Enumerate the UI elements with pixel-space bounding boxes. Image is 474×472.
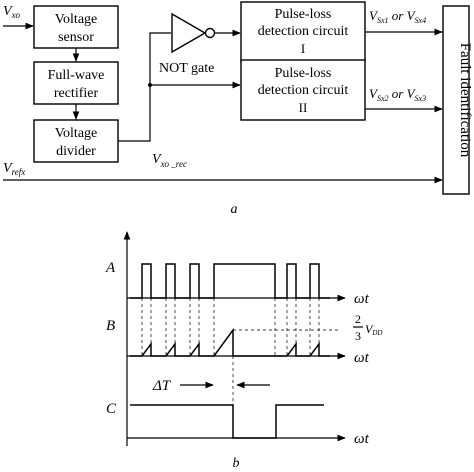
not-gate-triangle bbox=[171, 12, 207, 54]
divider-line2: divider bbox=[56, 144, 96, 159]
circuit2-line2: detection circuit bbox=[258, 83, 349, 98]
circuit1-line1: Pulse-loss bbox=[275, 7, 332, 22]
junction-dot bbox=[148, 83, 152, 87]
circuit1-line3: I bbox=[301, 41, 305, 56]
voltage-sensor-line2: sensor bbox=[58, 30, 94, 45]
signal-b-label: B bbox=[106, 318, 115, 334]
voltage-sensor-line1: Voltage bbox=[55, 12, 98, 27]
omega-t-label-a: ωt bbox=[354, 291, 370, 307]
not-gate-label: NOT gate bbox=[159, 61, 214, 76]
rectifier-line2: rectifier bbox=[54, 86, 99, 101]
alignment-dash-lines bbox=[141, 298, 320, 438]
vxo-rec-label: Vxo _rec bbox=[152, 152, 187, 169]
voltage-divider-block bbox=[33, 119, 119, 163]
diagram-b: A B C ωt ωt ωt 2 3 VDD bbox=[105, 231, 382, 471]
threshold-vdd-label: VDD bbox=[365, 322, 382, 337]
signal-b-waveform bbox=[130, 327, 330, 357]
signal-c-waveform bbox=[130, 404, 324, 439]
caption-b: b bbox=[233, 456, 240, 471]
threshold-numerator: 2 bbox=[355, 312, 361, 326]
output1-label: VSx1 or VSx4 bbox=[369, 8, 426, 25]
delta-t-label: ΔT bbox=[152, 378, 172, 394]
diagram-a: Vxo Voltage sensor Full-wave rectifier V… bbox=[3, 1, 473, 217]
omega-t-label-c: ωt bbox=[354, 431, 370, 447]
circuit1-line2: detection circuit bbox=[258, 24, 349, 39]
omega-t-label-b: ωt bbox=[354, 350, 370, 366]
signal-c-label: C bbox=[106, 401, 117, 417]
circuit2-line1: Pulse-loss bbox=[275, 66, 332, 81]
circuit2-line3: II bbox=[299, 100, 308, 115]
threshold-denominator: 3 bbox=[355, 329, 361, 343]
pulse-loss-circuit-2-block bbox=[240, 59, 366, 121]
output2-label: VSx2 or VSx3 bbox=[369, 86, 426, 103]
divider-to-not-gate-wire bbox=[118, 32, 171, 142]
divider-line1: Voltage bbox=[55, 126, 98, 141]
fault-identification-label: Fault identification bbox=[457, 43, 473, 158]
input-vrefx-label: Vrefx bbox=[3, 161, 25, 177]
caption-a: a bbox=[231, 202, 238, 217]
signal-a-waveform bbox=[130, 263, 330, 299]
signal-a-label: A bbox=[105, 260, 116, 276]
full-wave-rectifier-block bbox=[33, 61, 119, 105]
fault-identification-block bbox=[442, 5, 470, 195]
not-gate-bubble bbox=[204, 27, 216, 39]
rectifier-line1: Full-wave bbox=[48, 68, 105, 83]
input-vxo-label: Vxo bbox=[3, 4, 21, 20]
